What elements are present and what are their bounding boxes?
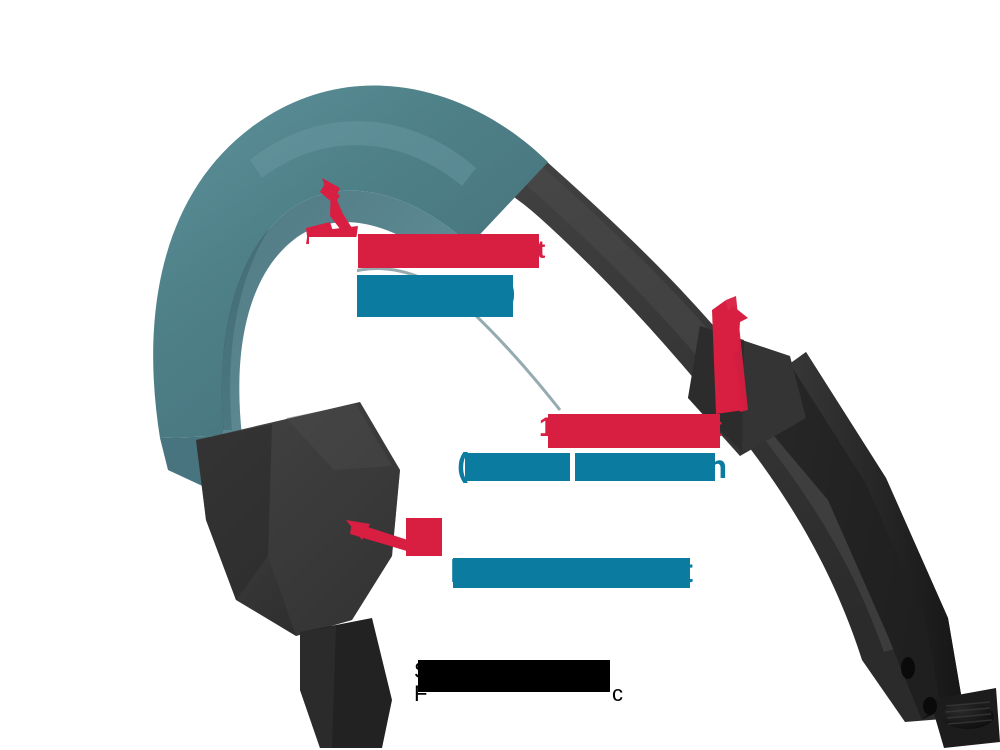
redaction-callout-top-white-gap	[309, 237, 357, 299]
left-earcup-housing	[196, 402, 400, 748]
threaded-knob-hardware	[923, 688, 1000, 748]
redaction-callout-middle-blue-bar-a	[465, 453, 570, 481]
right-arm-boom	[688, 326, 1000, 748]
glyph-callout-middle-blue-lead: (	[457, 446, 468, 483]
glyph-callout-top-red-tail: t	[537, 236, 546, 264]
leader-arrow-top	[306, 178, 358, 244]
leader-arrow-bottom	[346, 520, 414, 552]
redaction-callout-bottom-red-bar	[406, 518, 442, 556]
caption-line-2-tail: c	[612, 681, 623, 706]
redaction-callout-top-blue-bar	[357, 275, 513, 317]
redaction-callout-middle-red-bar	[548, 414, 720, 448]
redaction-callout-top-red-bar	[358, 234, 539, 268]
pivot-hole	[901, 657, 915, 679]
redaction-caption-black-bar	[418, 660, 610, 692]
redaction-callout-bottom-blue-bar	[453, 558, 690, 588]
headband-outer-shell	[163, 92, 955, 723]
redaction-callout-middle-blue-bar-b	[575, 453, 715, 481]
leader-arrow-middle	[712, 296, 748, 414]
